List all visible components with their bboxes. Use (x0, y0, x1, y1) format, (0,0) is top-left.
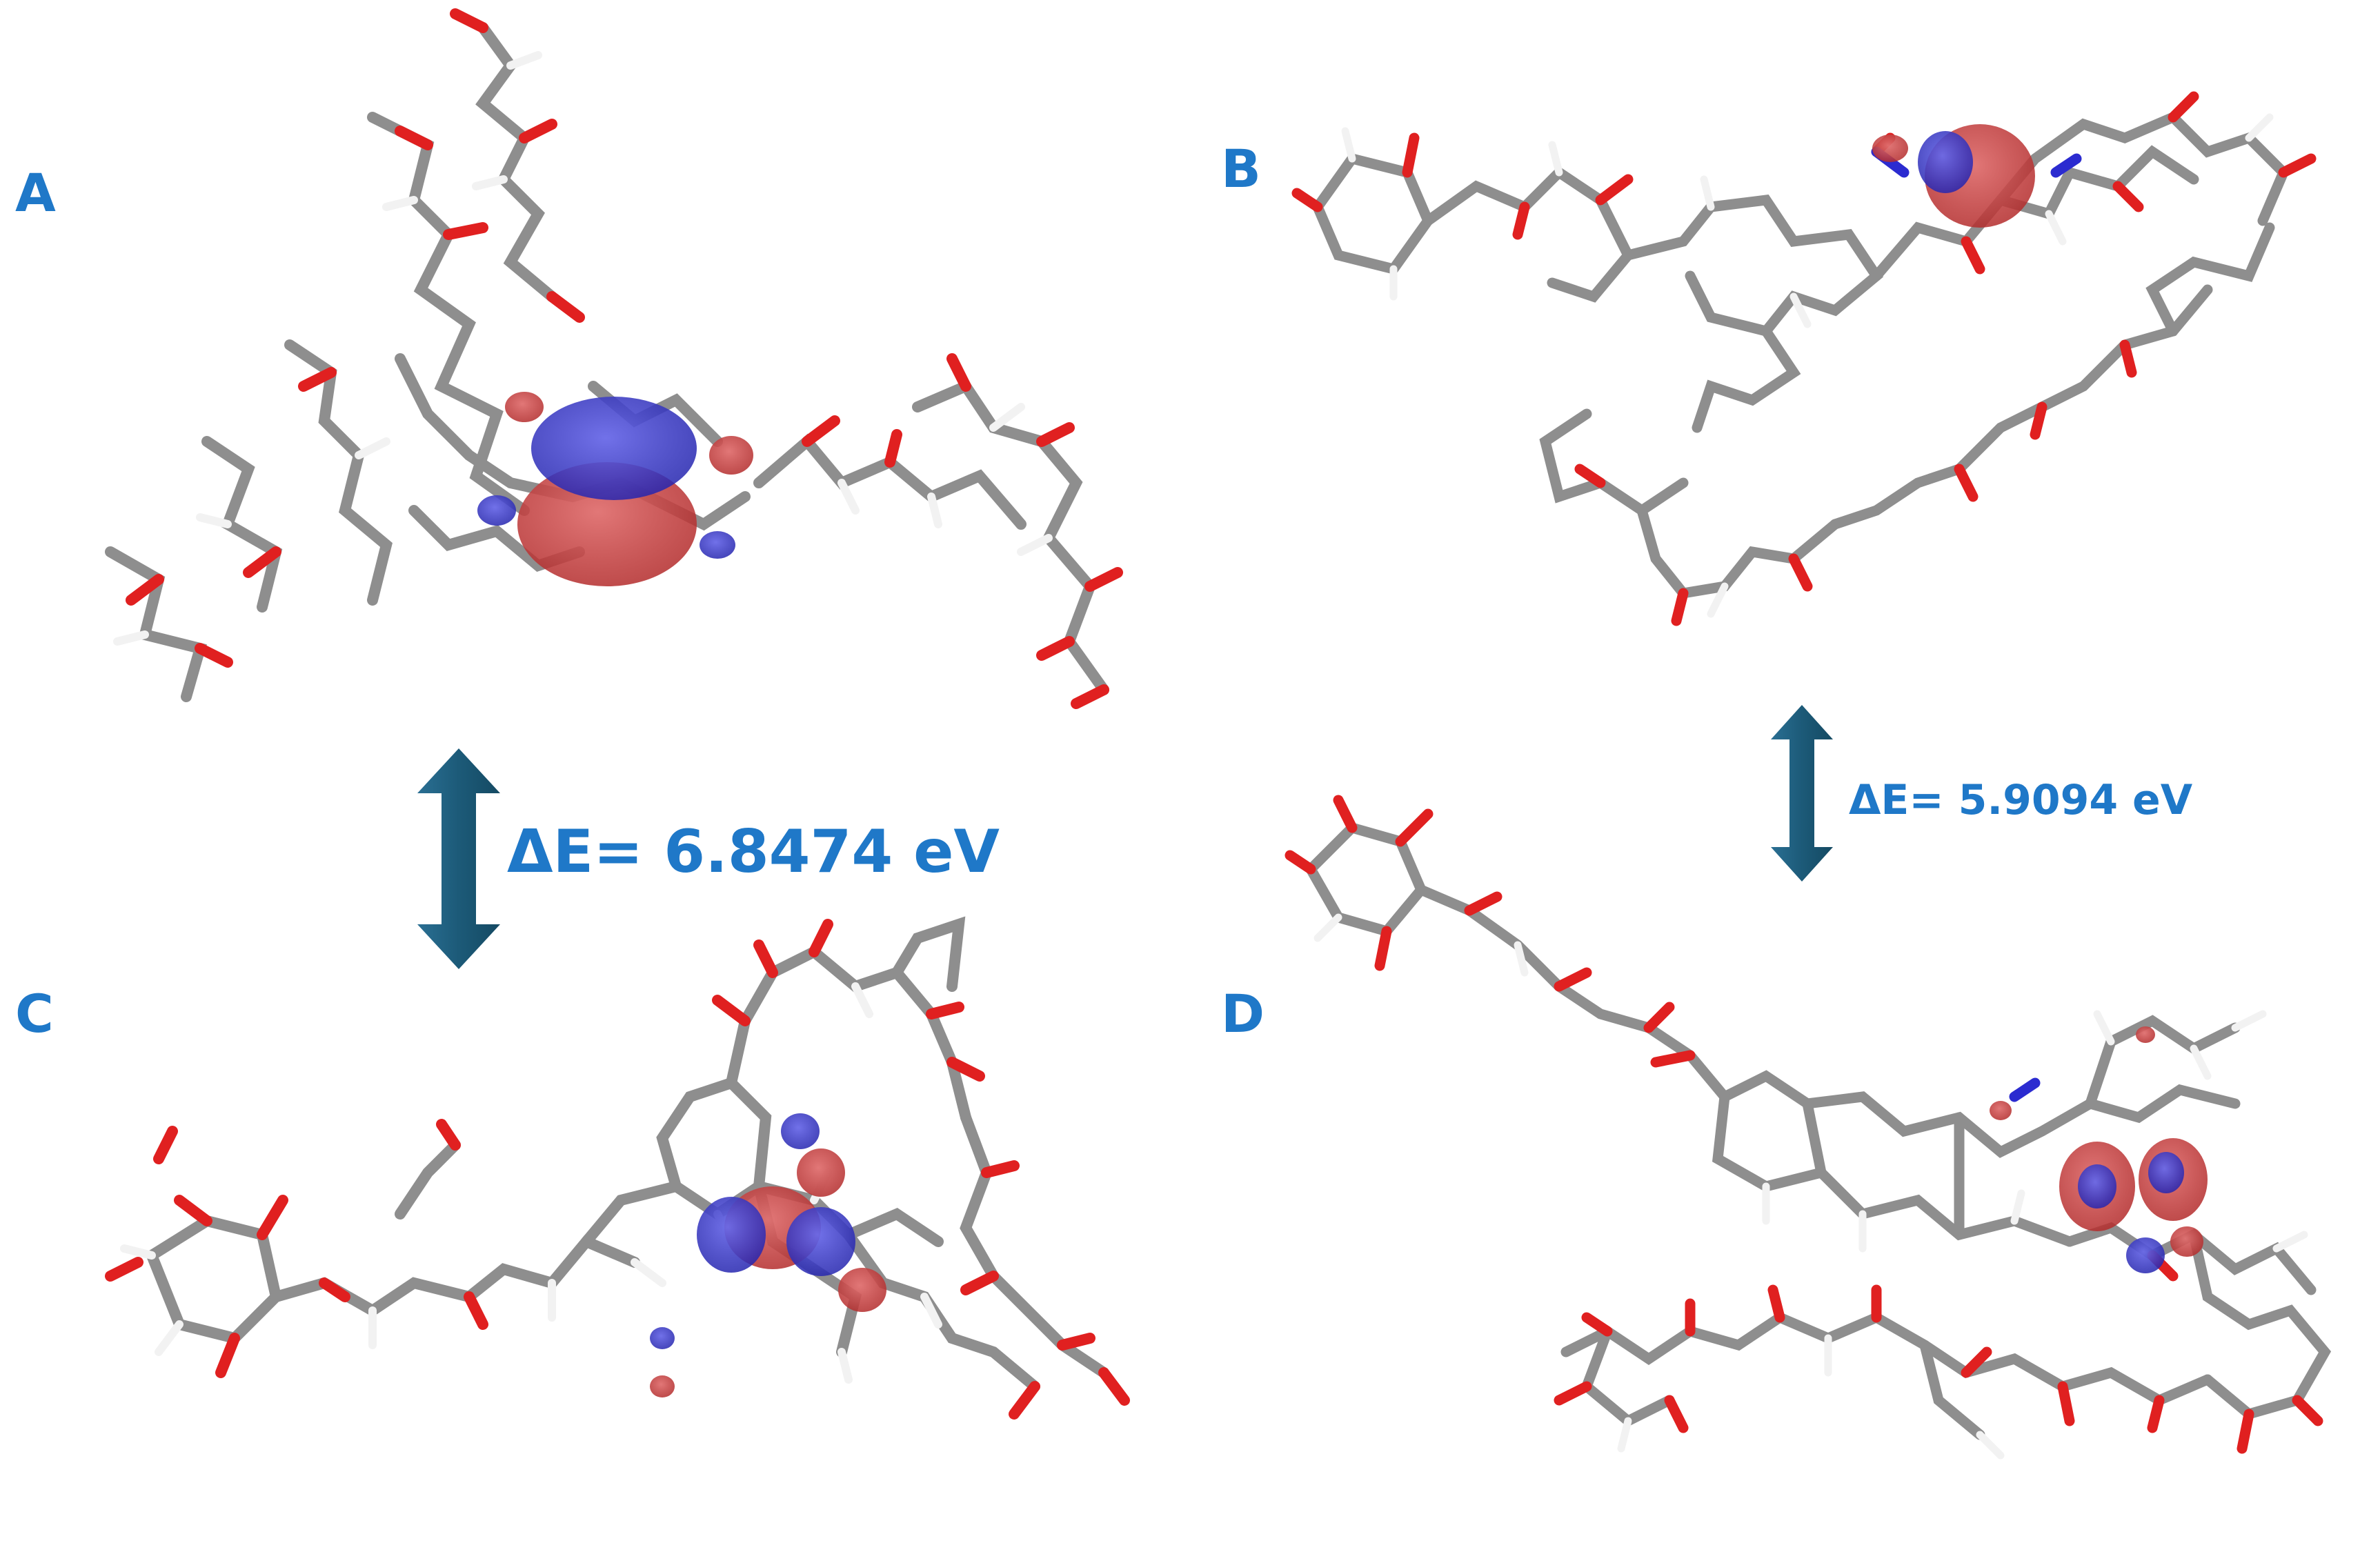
molecule-a (105, 8, 1123, 709)
orbital-lobes-d (1990, 1026, 2208, 1273)
orbital-lobes-a (477, 392, 753, 586)
energy-gap-left: ΔE= 6.8474 eV (507, 817, 1000, 886)
molecule-c (105, 916, 1130, 1420)
gap-arrow-right (1771, 705, 1833, 882)
energy-gap-right: ΔE= 5.9094 eV (1849, 776, 2193, 824)
orbital-lobes-c (650, 1113, 886, 1397)
orbital-lobes-b (1872, 124, 2035, 228)
panel-label-a: A (15, 162, 56, 223)
molecule-d (1285, 795, 2332, 1460)
panel-label-d: D (1221, 983, 1265, 1044)
panel-label-b: B (1221, 138, 1261, 199)
gap-arrow-left (417, 748, 500, 969)
molecule-b (1291, 91, 2317, 626)
panel-label-c: C (15, 983, 54, 1044)
